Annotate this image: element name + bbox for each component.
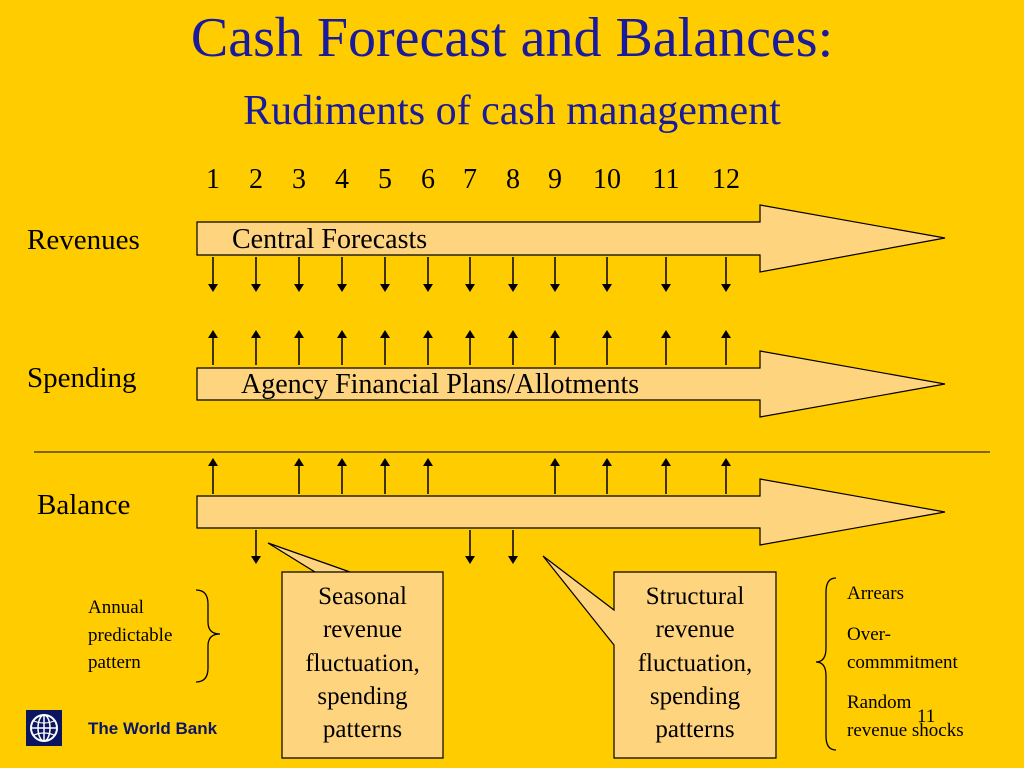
spending-arrow bbox=[196, 350, 946, 418]
month-label: 12 bbox=[712, 164, 740, 195]
revenue-inflow-arrows bbox=[208, 257, 731, 292]
world-bank-name: The World Bank bbox=[88, 719, 218, 738]
month-label: 7 bbox=[463, 164, 477, 195]
structural-callout-box bbox=[542, 555, 777, 759]
seasonal-callout-text: Seasonal revenue fluctuation, spending p… bbox=[305, 583, 420, 743]
balance-deficit-arrows bbox=[251, 530, 518, 564]
month-label: 8 bbox=[506, 164, 520, 195]
cause-random: Random bbox=[847, 692, 912, 713]
annual-brace bbox=[195, 589, 221, 683]
cause-commitment: commmitment bbox=[847, 652, 958, 673]
structural-callout-text: Structural revenue fluctuation, spending… bbox=[637, 583, 753, 743]
cause-revenue-shocks: revenue shocks bbox=[847, 720, 964, 741]
central-forecasts-text: Central Forecasts bbox=[232, 224, 428, 255]
balance-label: Balance bbox=[37, 489, 131, 521]
month-label: 2 bbox=[249, 164, 263, 195]
agency-plans-text: Agency Financial Plans/Allotments bbox=[241, 369, 640, 400]
month-label: 10 bbox=[593, 164, 621, 195]
month-label: 4 bbox=[335, 164, 349, 195]
world-bank-globe-icon bbox=[26, 710, 62, 746]
month-label: 6 bbox=[421, 164, 435, 195]
cause-arrears: Arrears bbox=[847, 583, 904, 604]
slide-title: Cash Forecast and Balances: bbox=[190, 7, 834, 69]
seasonal-callout-box bbox=[267, 542, 444, 759]
page-number: 11 bbox=[917, 706, 936, 727]
spending-label: Spending bbox=[27, 362, 137, 394]
cause-over: Over- bbox=[847, 624, 891, 645]
causes-brace bbox=[815, 577, 837, 751]
spending-outflow-arrows bbox=[208, 330, 731, 365]
revenues-arrow bbox=[196, 204, 946, 273]
month-label: 1 bbox=[206, 164, 220, 195]
slide-subtitle: Rudiments of cash management bbox=[243, 88, 781, 134]
month-label: 5 bbox=[378, 164, 392, 195]
annual-pattern-text: Annual predictable pattern bbox=[88, 597, 173, 674]
month-label: 3 bbox=[292, 164, 306, 195]
balance-surplus-arrows bbox=[208, 458, 731, 494]
month-label: 11 bbox=[652, 164, 680, 195]
revenues-label: Revenues bbox=[27, 224, 140, 256]
balance-arrow bbox=[196, 478, 946, 546]
month-label: 9 bbox=[548, 164, 562, 195]
